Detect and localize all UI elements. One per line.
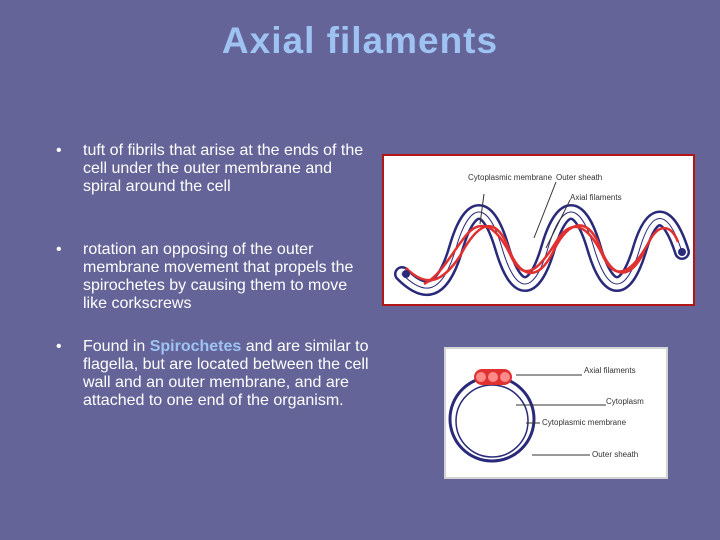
bullet-text-post: and are similar to flagella, but are loc… xyxy=(83,338,369,409)
cross-section-illustration: Axial filaments Cytoplasm Cytoplasmic me… xyxy=(448,366,644,463)
axial-filament-strand xyxy=(423,224,680,286)
bullet-marker: • xyxy=(56,241,62,258)
bullet-marker: • xyxy=(56,142,62,159)
axial-filament-dot xyxy=(488,372,498,382)
label-cytoplasmic-membrane: Cytoplasmic membrane xyxy=(542,418,627,427)
cytoplasmic-membrane-ring xyxy=(455,384,529,458)
label-outer-sheath: Outer sheath xyxy=(592,450,638,459)
label-axial-filaments: Axial filaments xyxy=(570,193,622,202)
spirochete-illustration: Cytoplasmic membrane Outer sheath Axial … xyxy=(394,173,690,297)
label-cytoplasm: Cytoplasm xyxy=(606,397,644,406)
cross-section-diagram: Axial filaments Cytoplasm Cytoplasmic me… xyxy=(444,347,668,479)
cell-end-cap xyxy=(402,270,410,278)
slide-title: Axial filaments xyxy=(221,20,499,61)
label-axial-filaments: Axial filaments xyxy=(584,366,636,375)
leader-line xyxy=(533,181,557,239)
bullet-text: tuft of fibrils that arise at the ends o… xyxy=(83,142,364,195)
label-outer-sheath: Outer sheath xyxy=(556,173,602,182)
spirochete-diagram: Cytoplasmic membrane Outer sheath Axial … xyxy=(382,154,695,306)
bullet-text: rotation an opposing of the outer membra… xyxy=(83,241,354,312)
cell-end-cap xyxy=(678,248,686,256)
bullet-text-pre: Found in xyxy=(83,338,150,355)
bullet-text: Found in Spirochetes and are similar to … xyxy=(83,338,373,410)
bullet-marker: • xyxy=(56,338,62,355)
label-cytoplasmic-membrane: Cytoplasmic membrane xyxy=(468,173,553,182)
axial-filament-dot xyxy=(500,372,510,382)
axial-filament-dot xyxy=(476,372,486,382)
leader-line xyxy=(479,193,485,225)
spirochetes-highlight: Spirochetes xyxy=(149,338,242,355)
leader-line xyxy=(545,199,571,249)
